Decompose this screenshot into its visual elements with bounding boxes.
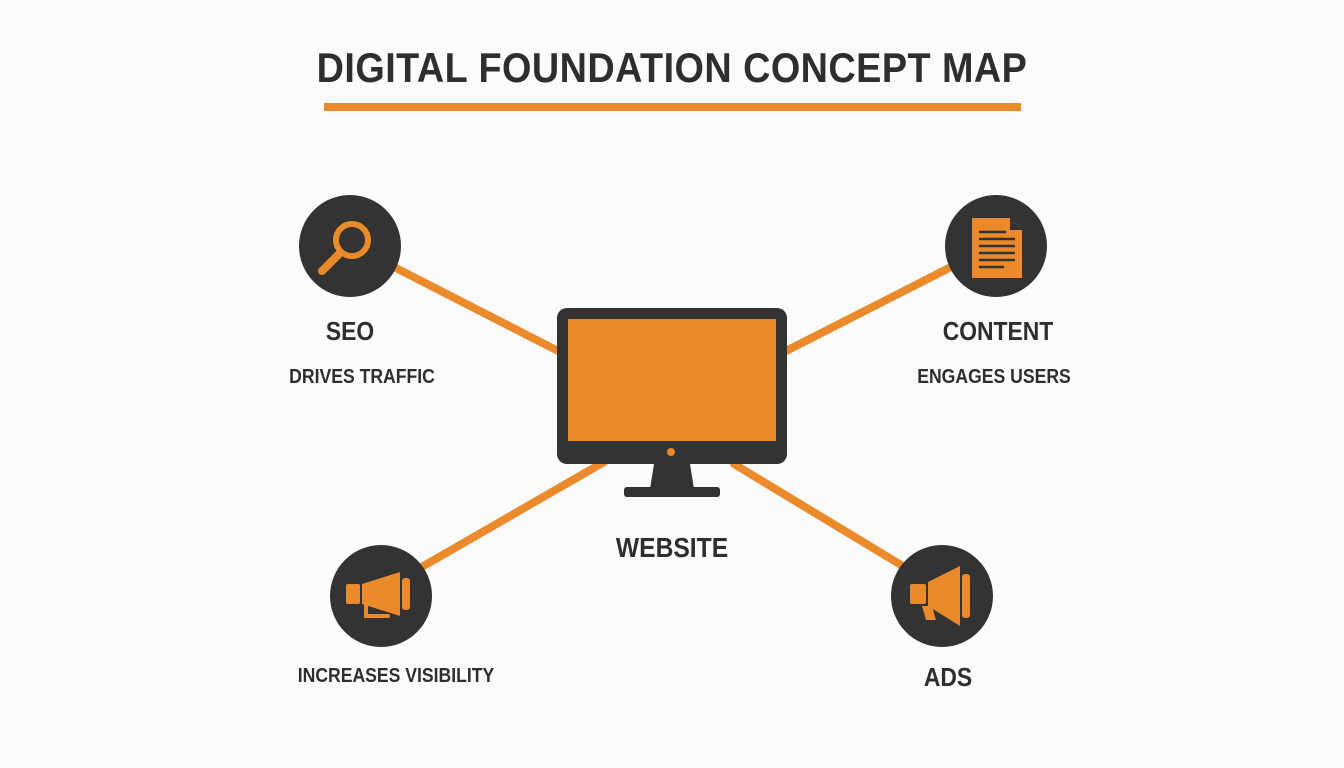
megaphone-icon <box>910 566 970 626</box>
ads-label: ADS <box>923 662 973 692</box>
seo-label: SEO <box>325 316 375 346</box>
magnifier-icon <box>318 221 371 275</box>
monitor-icon <box>557 308 787 497</box>
page-title: DIGITAL FOUNDATION CONCEPT MAP <box>316 44 1028 91</box>
connector-ads <box>730 460 910 572</box>
connector-seo <box>388 262 564 356</box>
document-icon <box>972 218 1022 278</box>
visibility-caption: INCREASES VISIBILITY <box>297 665 495 687</box>
content-node <box>945 195 1047 297</box>
seo-caption: DRIVES TRAFFIC <box>289 366 435 388</box>
seo-node <box>299 195 401 297</box>
ads-node <box>891 545 993 647</box>
connector-visibility <box>416 458 608 572</box>
connector-content <box>780 262 957 356</box>
connectors <box>388 262 957 572</box>
content-label: CONTENT <box>942 316 1054 346</box>
content-caption: ENGAGES USERS <box>917 366 1071 388</box>
visibility-node <box>330 545 432 647</box>
megaphone-icon <box>346 572 410 618</box>
title-underline <box>324 103 1021 111</box>
website-label: WEBSITE <box>615 532 729 563</box>
